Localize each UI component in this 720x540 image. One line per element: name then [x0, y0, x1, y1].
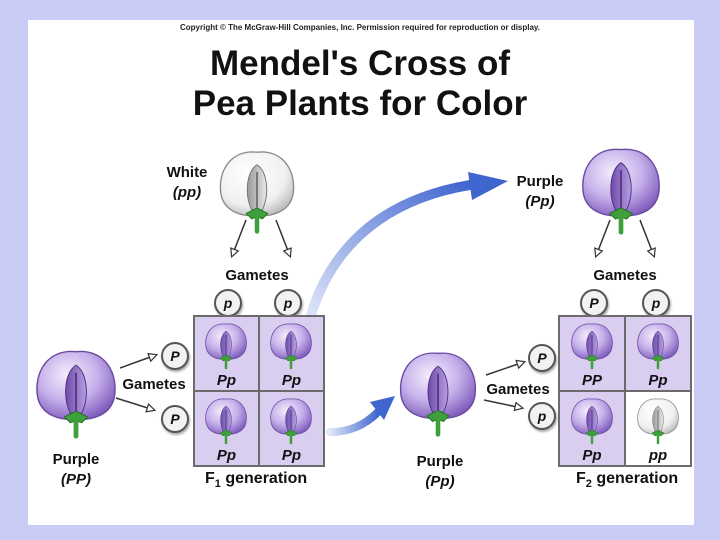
f2-left-gamete-1: P — [528, 344, 556, 372]
f1-cell-1-genotype: Pp — [216, 372, 237, 389]
f2-cell-3-flower-icon — [567, 392, 617, 448]
copyright-notice: Copyright © The McGraw-Hill Companies, I… — [179, 23, 541, 32]
f2-cell-3-genotype: Pp — [582, 447, 602, 464]
f2-cell-4-genotype: pp — [648, 447, 668, 464]
f1-cell-4-genotype: Pp — [281, 447, 302, 464]
f2-cell-3: Pp — [560, 392, 624, 465]
purple-parent-genotype: (PP) — [61, 471, 91, 488]
f2-cell-4: pp — [626, 392, 690, 465]
f2-left-gamete-2: p — [528, 402, 556, 430]
f1-left-gametes-label: Gametes — [122, 376, 186, 393]
f2-cell-1-flower-icon — [567, 317, 617, 373]
f1-left-gamete-2: P — [161, 405, 189, 433]
selfcross-result-phenotype: Purple — [516, 173, 564, 190]
f1-plant-genotype: (Pp) — [425, 473, 455, 490]
f2-label-letter: F — [576, 470, 586, 487]
white-parent-genotype: (pp) — [172, 184, 202, 201]
white-parent-phenotype: White — [166, 164, 208, 181]
f1-cell-4: Pp — [260, 392, 323, 465]
f1-label-sub: 1 — [214, 478, 221, 491]
f2-cell-2: Pp — [626, 317, 690, 390]
selfcross-result-genotype: (Pp) — [525, 193, 555, 210]
title-line-2: Pea Plants for Color — [192, 84, 528, 123]
f1-top-gametes-label: Gametes — [225, 267, 289, 284]
f1-label-letter: F — [205, 470, 215, 487]
f1-plant-phenotype: Purple — [416, 453, 464, 470]
f2-top-gametes-label: Gametes — [593, 267, 657, 284]
f1-punnett-square: Pp Pp Pp Pp — [193, 315, 325, 467]
f2-label-sub: 2 — [585, 478, 592, 491]
f2-punnett-square: PP Pp Pp pp — [558, 315, 692, 467]
f1-cell-3: Pp — [195, 392, 258, 465]
purple-parent-phenotype: Purple — [52, 451, 100, 468]
f2-cell-4-white-flower-icon — [633, 392, 683, 448]
f2-cell-1: PP — [560, 317, 624, 390]
title-line-1: Mendel's Cross of — [209, 44, 511, 83]
f2-cell-2-flower-icon — [633, 317, 683, 373]
f1-cell-1: Pp — [195, 317, 258, 390]
f2-cell-2-genotype: Pp — [648, 372, 668, 389]
f1-cell-2: Pp — [260, 317, 323, 390]
f2-top-gamete-2: p — [642, 289, 670, 317]
f2-left-gametes-label: Gametes — [486, 381, 550, 398]
f1-generation-label: F1 generation — [205, 470, 307, 490]
f2-label-rest: generation — [596, 470, 679, 487]
f1-left-gamete-1: P — [161, 342, 189, 370]
f2-generation-label: F2 generation — [576, 470, 678, 490]
f2-top-gamete-1: P — [580, 289, 608, 317]
f1-cell-3-genotype: Pp — [216, 447, 237, 464]
f2-cell-1-genotype: PP — [581, 372, 602, 389]
f1-cell-2-genotype: Pp — [281, 372, 302, 389]
f1-top-gamete-2: p — [274, 289, 302, 317]
f1-label-rest: generation — [225, 470, 308, 487]
